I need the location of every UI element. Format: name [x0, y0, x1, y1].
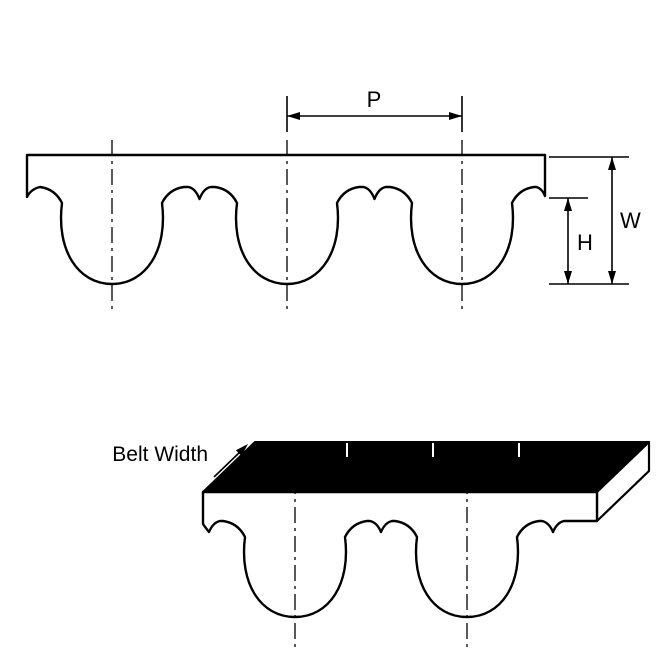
belt-width-arrow-line	[213, 450, 242, 478]
belt-width-label: Belt Width	[112, 443, 208, 466]
pitch-dimension-label: P	[367, 87, 382, 112]
pitch-dimension: P	[286, 87, 463, 132]
pitch-arrow-left	[287, 112, 300, 120]
h-arrow-top	[564, 198, 572, 211]
overall-height-label: W	[620, 208, 641, 233]
belt-top-surface	[202, 441, 650, 493]
belt-width-annotation: Belt Width	[112, 443, 248, 478]
belt-width-arrowhead	[235, 444, 248, 456]
belt-front-profile	[201, 490, 599, 619]
isometric-view: Belt Width	[112, 440, 651, 648]
tooth-height-dimension: H	[549, 197, 593, 284]
w-arrow-bottom	[608, 271, 616, 284]
pitch-arrow-right	[449, 112, 462, 120]
belt-profile	[25, 153, 547, 286]
w-arrow-top	[608, 157, 616, 170]
overall-height-dimension: W	[549, 156, 641, 285]
tooth-height-label: H	[577, 230, 593, 255]
cross-section-view: P W H	[25, 87, 641, 312]
h-arrow-bottom	[564, 271, 572, 284]
